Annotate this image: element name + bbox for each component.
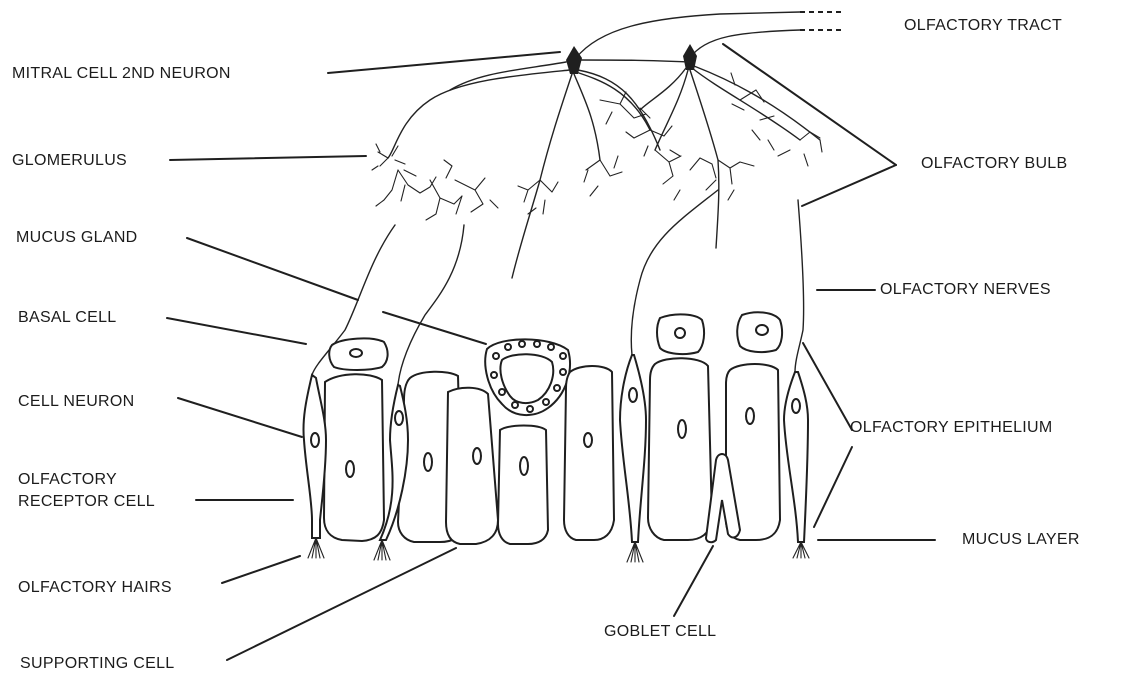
leader-olfactory-bulb-top [723,44,896,165]
label-mitral-cell: MITRAL CELL 2ND NEURON [12,64,231,84]
leader-basal-cell [167,318,306,344]
label-olfactory-hairs: OLFACTORY HAIRS [18,578,172,598]
label-basal-cell: BASAL CELL [18,308,116,328]
label-olfactory-receptor-line2: RECEPTOR CELL [18,492,155,512]
label-olfactory-epithelium: OLFACTORY EPITHELIUM [850,418,1053,438]
mitral-dendrites [388,60,820,278]
leader-mitral-cell [328,52,560,73]
leader-goblet-cell [674,546,713,616]
olfactory-tract-fibers [576,12,845,58]
leader-cell-neuron [178,398,302,437]
leader-supporting-cell [227,548,456,660]
leader-epithelium-upper [803,343,852,430]
label-cell-neuron: CELL NEURON [18,392,135,412]
label-goblet-cell: GOBLET CELL [604,622,716,642]
leader-olfactory-hairs [222,556,300,583]
leader-glomerulus [170,156,366,160]
leader-mucus-gland-2 [383,312,486,344]
label-olfactory-receptor-line1: OLFACTORY [18,470,117,490]
label-olfactory-nerves: OLFACTORY NERVES [880,280,1051,300]
leader-mucus-gland [187,238,358,300]
label-glomerulus: GLOMERULUS [12,151,127,171]
olfactory-hairs [308,538,809,562]
label-olfactory-tract: OLFACTORY TRACT [904,16,1062,36]
leader-epithelium-lower [814,447,852,527]
leader-olfactory-bulb-bottom [802,165,896,206]
mucus-gland [485,339,570,415]
label-mucus-layer: MUCUS LAYER [962,530,1080,550]
label-supporting-cell: SUPPORTING CELL [20,654,174,674]
label-mucus-gland: MUCUS GLAND [16,228,138,248]
label-olfactory-bulb: OLFACTORY BULB [921,154,1067,174]
